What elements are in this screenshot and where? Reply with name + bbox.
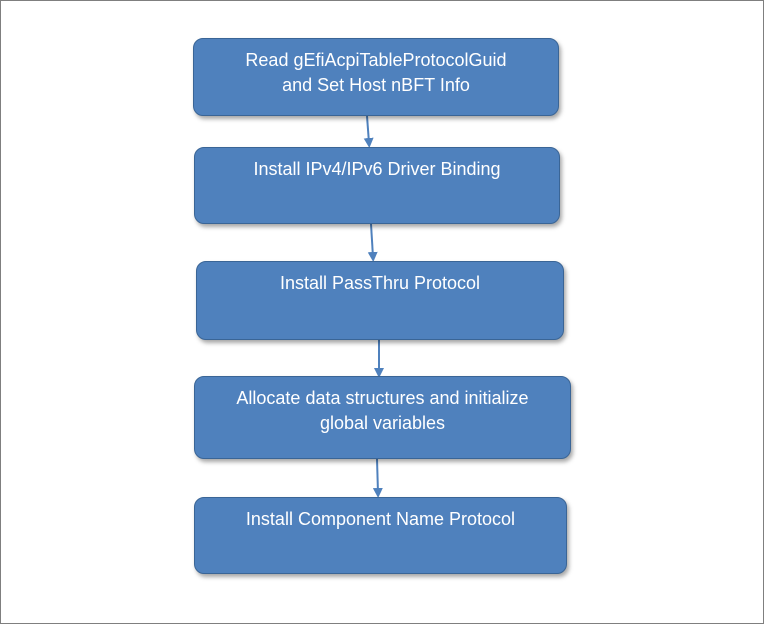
- step-3-line-1: Install PassThru Protocol: [279, 273, 481, 293]
- step-install-passthru-protocol: Install PassThru Protocol: [196, 261, 564, 340]
- step-install-driver-binding: Install IPv4/IPv6 Driver Binding: [194, 147, 560, 224]
- step-4-line-1: Allocate data structures and initialize: [236, 388, 529, 408]
- step-1-line-2: and Set Host nBFT Info: [282, 75, 470, 95]
- arrow-1-to-2: [363, 115, 374, 148]
- step-2-line-1: Install IPv4/IPv6 Driver Binding: [253, 159, 501, 179]
- step-read-acpi-table: Read gEfiAcpiTableProtocolGuid and Set H…: [193, 38, 559, 116]
- step-1-line-1: Read gEfiAcpiTableProtocolGuid: [245, 50, 507, 70]
- step-allocate-data-structures: Allocate data structures and initialize …: [194, 376, 571, 459]
- step-4-line-2: global variables: [319, 413, 446, 433]
- arrow-2-to-3: [367, 223, 378, 262]
- step-install-component-name-protocol: Install Component Name Protocol: [194, 497, 567, 574]
- step-5-line-1: Install Component Name Protocol: [245, 509, 516, 529]
- arrow-4-to-5: [372, 458, 383, 498]
